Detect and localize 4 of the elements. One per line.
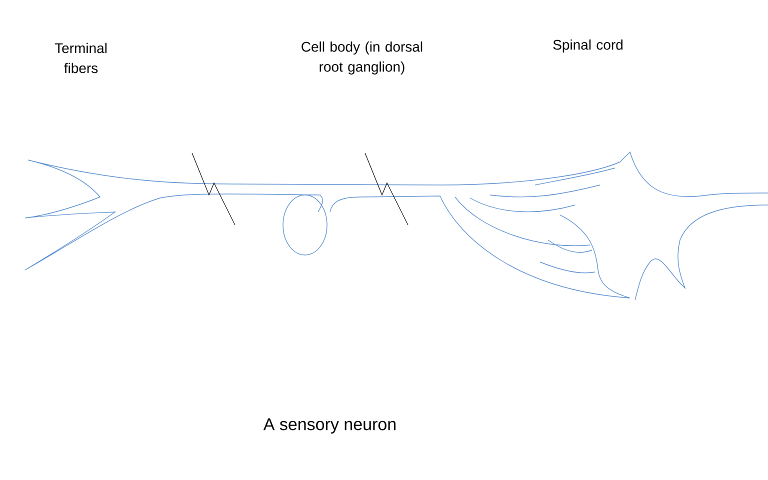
part-label: Terminal fibers — [54, 42, 107, 74]
part-label: Cell body (in dorsal root ganglion) — [302, 41, 422, 75]
caption: A sensory neuron — [263, 418, 396, 434]
part-label: Spinal cord — [553, 39, 622, 53]
